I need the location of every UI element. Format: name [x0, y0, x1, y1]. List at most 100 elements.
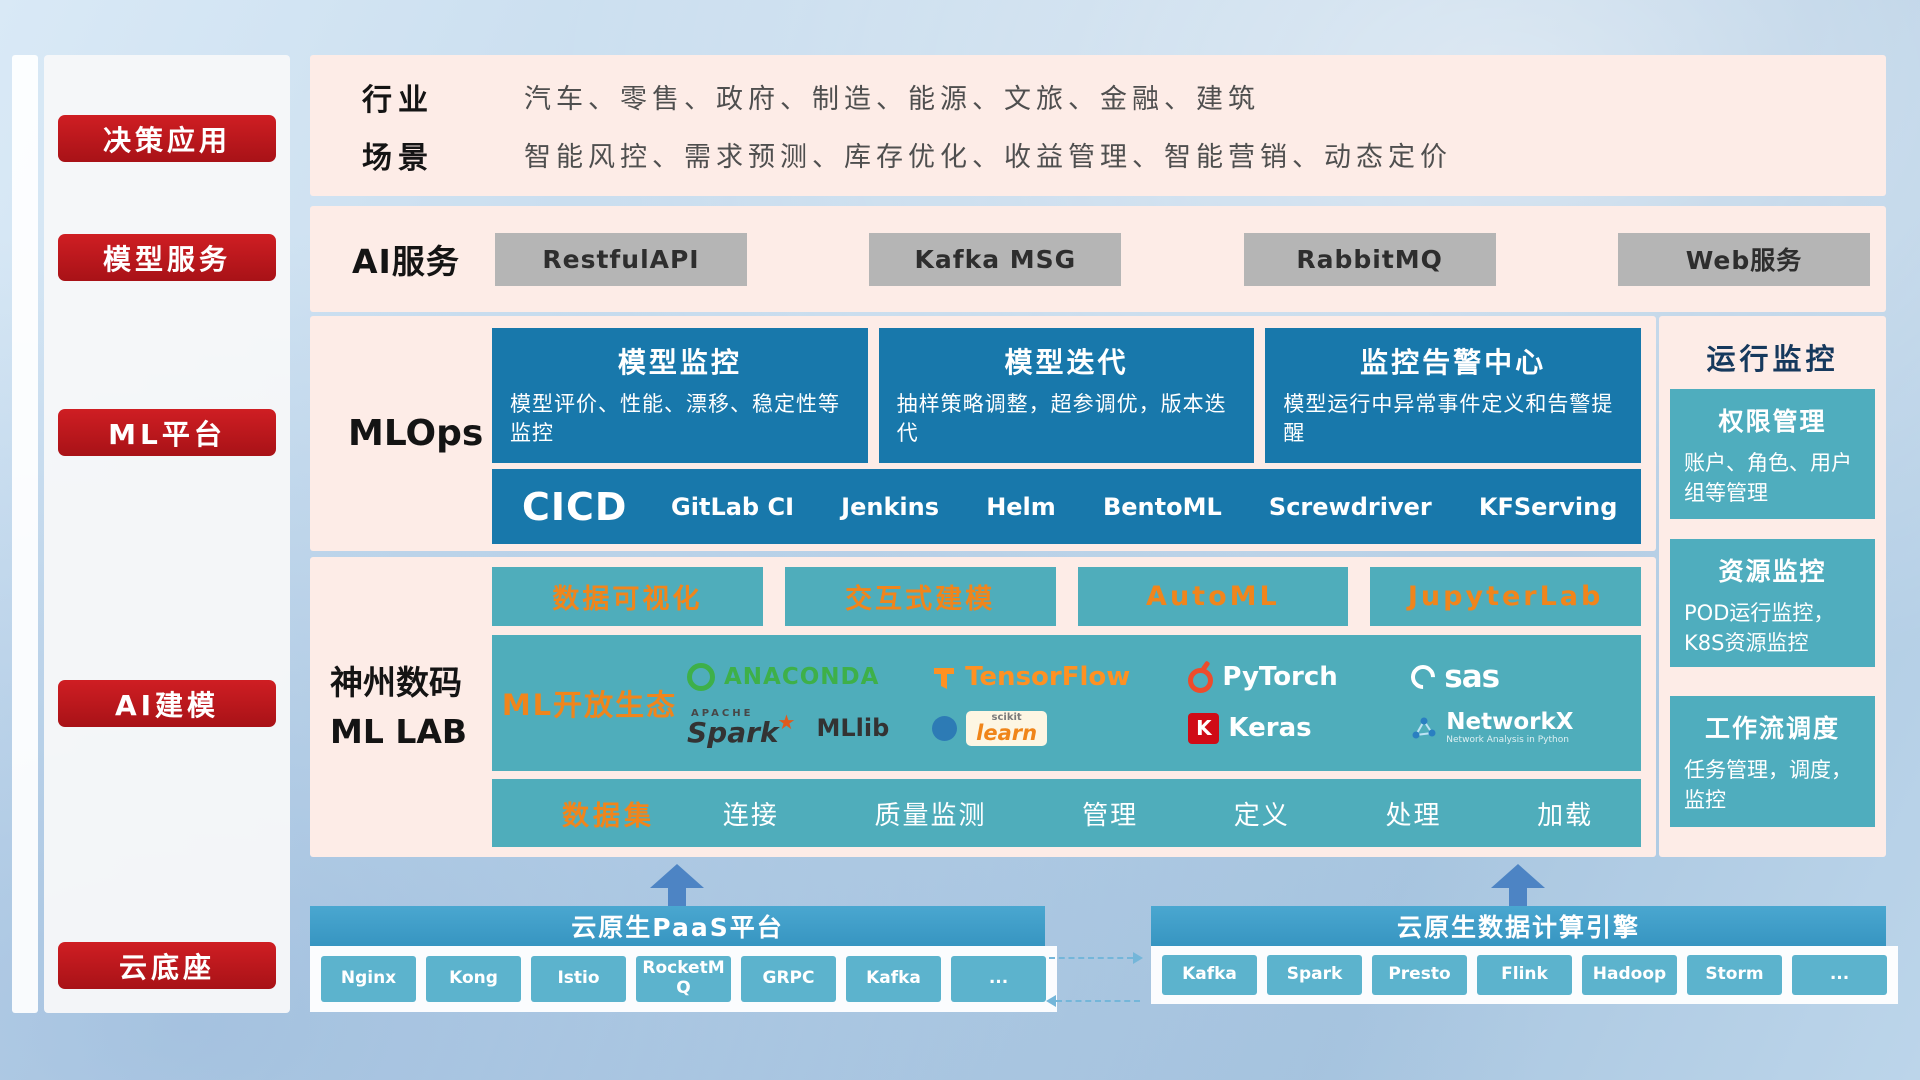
cicd-item-kfserving: KFServing — [1478, 492, 1618, 521]
learn-wordmark: learn — [976, 720, 1038, 745]
networkx-wordmark: NetworkX — [1446, 709, 1574, 736]
mllib-wordmark: MLlib — [816, 714, 890, 742]
paas-chip-more: ... — [951, 956, 1046, 1002]
ai-service-label: AI服务 — [352, 242, 460, 281]
permission-management-card: 权限管理 账户、角色、用户组等管理 — [1670, 389, 1875, 519]
keras-logo: K Keras — [1188, 709, 1312, 747]
networkx-caption: Network Analysis in Python — [1446, 734, 1569, 745]
sas-logo: sas — [1406, 659, 1500, 695]
ecosystem-logos: ANACONDA TensorFlow PyTorch sas — [687, 659, 1641, 747]
card-title: 工作流调度 — [1704, 714, 1840, 743]
engine-chip-hadoop: Hadoop — [1582, 955, 1677, 995]
cicd-item-jenkins: Jenkins — [841, 492, 940, 521]
networkx-logo: NetworkX Network Analysis in Python — [1411, 709, 1574, 747]
dashed-arrow-right-head-icon — [1133, 952, 1143, 964]
interactive-modeling-button: 交互式建模 — [784, 567, 1056, 626]
engine-up-arrow-stem — [1509, 887, 1527, 907]
scikit-caption: scikit — [991, 711, 1022, 723]
cicd-bar: CICD GitLab CI Jenkins Helm BentoML Scre… — [492, 469, 1641, 544]
industry-scene-panel: 行业 汽车、零售、政府、制造、能源、文旅、金融、建筑 场景 智能风控、需求预测、… — [310, 55, 1886, 196]
dataset-bar: 数据集 连接 质量监测 管理 定义 处理 加载 — [492, 779, 1641, 847]
ai-service-panel: AI服务 RestfulAPI Kafka MSG RabbitMQ Web服务 — [310, 206, 1886, 312]
industry-label: 行业 — [362, 82, 434, 118]
engine-components-strip: Kafka Spark Presto Flink Hadoop Storm ..… — [1151, 946, 1898, 1004]
engine-chip-more: ... — [1792, 955, 1887, 995]
ml-lab-label-line2: ML LAB — [330, 712, 468, 751]
data-visualization-button: 数据可视化 — [492, 567, 763, 626]
paas-chip-grpc: GRPC — [741, 956, 836, 1002]
runtime-monitoring-title: 运行监控 — [1706, 342, 1839, 376]
paas-chip-istio: Istio — [531, 956, 626, 1002]
dataset-item-process: 处理 — [1385, 800, 1442, 831]
resource-monitoring-card: 资源监控 POD运行监控，K8S资源监控 — [1670, 539, 1875, 667]
engine-chip-spark: Spark — [1267, 955, 1362, 995]
left-accent-strip — [12, 55, 38, 1013]
card-title: 资源监控 — [1718, 557, 1827, 586]
web-service-button: Web服务 — [1617, 232, 1870, 286]
scikit-learn-logo: scikit learn — [932, 709, 1048, 747]
sidebar-item-model-service: 模型服务 — [58, 234, 276, 281]
sas-icon — [1406, 660, 1441, 694]
pytorch-wordmark: PyTorch — [1222, 662, 1338, 692]
industry-list: 汽车、零售、政府、制造、能源、文旅、金融、建筑 — [524, 84, 1260, 115]
left-nav-panel: 决策应用 模型服务 ML平台 AI建模 云底座 — [44, 55, 290, 1013]
dashed-arrow-left-head-icon — [1046, 995, 1056, 1007]
card-desc: 模型运行中异常事件定义和告警提醒 — [1283, 392, 1614, 446]
restfulapi-button: RestfulAPI — [495, 232, 747, 286]
cicd-item-bentoml: BentoML — [1102, 492, 1222, 521]
dataset-item-connect: 连接 — [722, 800, 779, 831]
networkx-icon — [1412, 717, 1436, 739]
ai-service-buttons: RestfulAPI Kafka MSG RabbitMQ Web服务 — [495, 232, 1870, 286]
engine-chip-flink: Flink — [1477, 955, 1572, 995]
card-desc: 账户、角色、用户组等管理 — [1684, 451, 1852, 506]
scikit-learn-badge: scikit learn — [966, 710, 1048, 746]
workflow-scheduling-card: 工作流调度 任务管理，调度，监控 — [1670, 696, 1875, 827]
dashed-arrow-left-line — [1056, 1000, 1140, 1002]
apache-caption: APACHE — [691, 708, 754, 719]
card-desc: POD运行监控，K8S资源监控 — [1684, 601, 1835, 656]
cicd-title: CICD — [522, 484, 628, 529]
scene-label: 场景 — [362, 140, 434, 176]
ml-lab-tools: 数据可视化 交互式建模 AutoML JupyterLab — [492, 567, 1641, 626]
spark-wordmark-block: APACHE Spark ★ — [687, 709, 795, 747]
tensorflow-wordmark: TensorFlow — [965, 662, 1131, 692]
mlops-label: MLOps — [348, 413, 484, 454]
alert-center-card: 监控告警中心 模型运行中异常事件定义和告警提醒 — [1265, 328, 1642, 463]
tensorflow-icon — [934, 668, 955, 689]
model-iteration-card: 模型迭代 抽样策略调整，超参调优，版本迭代 — [878, 328, 1255, 463]
spark-mllib-logo: APACHE Spark ★ MLlib — [687, 709, 889, 747]
dataset-title: 数据集 — [562, 800, 655, 832]
dataset-item-define: 定义 — [1233, 800, 1290, 831]
sidebar-item-decision-application: 决策应用 — [58, 115, 276, 162]
mlops-cards: 模型监控 模型评价、性能、漂移、稳定性等监控 模型迭代 抽样策略调整，超参调优，… — [492, 328, 1642, 463]
dataset-item-quality: 质量监测 — [874, 800, 987, 831]
cicd-item-gitlab-ci: GitLab CI — [671, 492, 795, 521]
dataset-item-manage: 管理 — [1082, 800, 1139, 831]
paas-up-arrow-stem — [668, 887, 686, 907]
card-desc: 模型评价、性能、漂移、稳定性等监控 — [510, 392, 840, 446]
dataset-item-load: 加载 — [1537, 800, 1594, 831]
model-monitoring-card: 模型监控 模型评价、性能、漂移、稳定性等监控 — [492, 328, 868, 463]
ml-lab-panel: 神州数码 ML LAB 数据可视化 交互式建模 AutoML JupyterLa… — [310, 557, 1656, 857]
ml-lab-label: 神州数码 ML LAB — [330, 557, 488, 857]
sas-wordmark: sas — [1444, 659, 1500, 695]
keras-icon: K — [1188, 712, 1220, 744]
cicd-item-helm: Helm — [986, 492, 1056, 521]
automl-button: AutoML — [1077, 567, 1349, 626]
anaconda-icon — [687, 663, 715, 691]
industry-row: 行业 汽车、零售、政府、制造、能源、文旅、金融、建筑 — [310, 75, 1886, 119]
ml-lab-label-line1: 神州数码 — [330, 662, 462, 702]
tensorflow-logo: TensorFlow — [932, 659, 1130, 695]
sidebar-item-cloud-base: 云底座 — [58, 942, 276, 989]
card-title: 模型监控 — [617, 346, 742, 379]
card-title: 监控告警中心 — [1360, 346, 1547, 379]
cicd-items: GitLab CI Jenkins Helm BentoML Screwdriv… — [647, 493, 1641, 521]
card-desc: 任务管理，调度，监控 — [1684, 758, 1852, 813]
paas-up-arrow-icon — [650, 864, 704, 888]
spark-star-icon: ★ — [777, 710, 796, 734]
ml-open-ecosystem-box: ML开放生态 ANACONDA TensorFlow PyTorch — [492, 635, 1641, 771]
rabbitmq-button: RabbitMQ — [1243, 232, 1496, 286]
scene-row: 场景 智能风控、需求预测、库存优化、收益管理、智能营销、动态定价 — [310, 133, 1886, 177]
engine-chip-kafka: Kafka — [1162, 955, 1257, 995]
